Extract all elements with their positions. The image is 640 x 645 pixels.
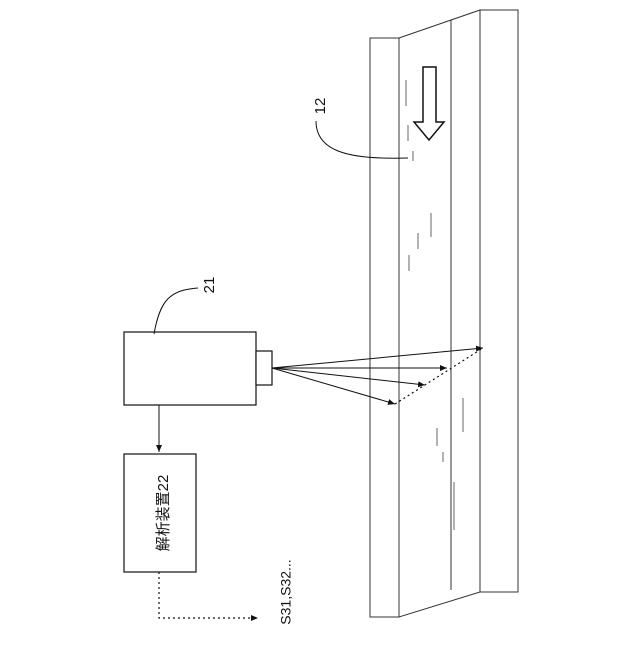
belt-texture-marks bbox=[406, 80, 463, 530]
belt-top-face bbox=[370, 38, 399, 617]
belt-ref-label: 12 bbox=[312, 98, 329, 115]
belt-right-face bbox=[480, 10, 518, 592]
camera bbox=[124, 332, 272, 405]
ray-3 bbox=[272, 368, 425, 385]
belt-leader-line bbox=[316, 121, 408, 158]
camera-body bbox=[124, 332, 256, 405]
ray-4 bbox=[272, 368, 395, 404]
scan-line-dotted bbox=[395, 348, 483, 404]
analyzer-label: 解析装置22 bbox=[155, 475, 172, 552]
output-signal-path bbox=[159, 572, 258, 618]
camera-leader-line bbox=[154, 288, 198, 334]
belt-direction-arrow bbox=[414, 67, 444, 140]
camera-lens bbox=[256, 351, 272, 385]
belt-main-face bbox=[399, 10, 480, 617]
output-signals-label: S31,S32... bbox=[278, 559, 294, 624]
camera-ref-label: 21 bbox=[201, 277, 218, 294]
conveyor-belt bbox=[370, 10, 518, 617]
